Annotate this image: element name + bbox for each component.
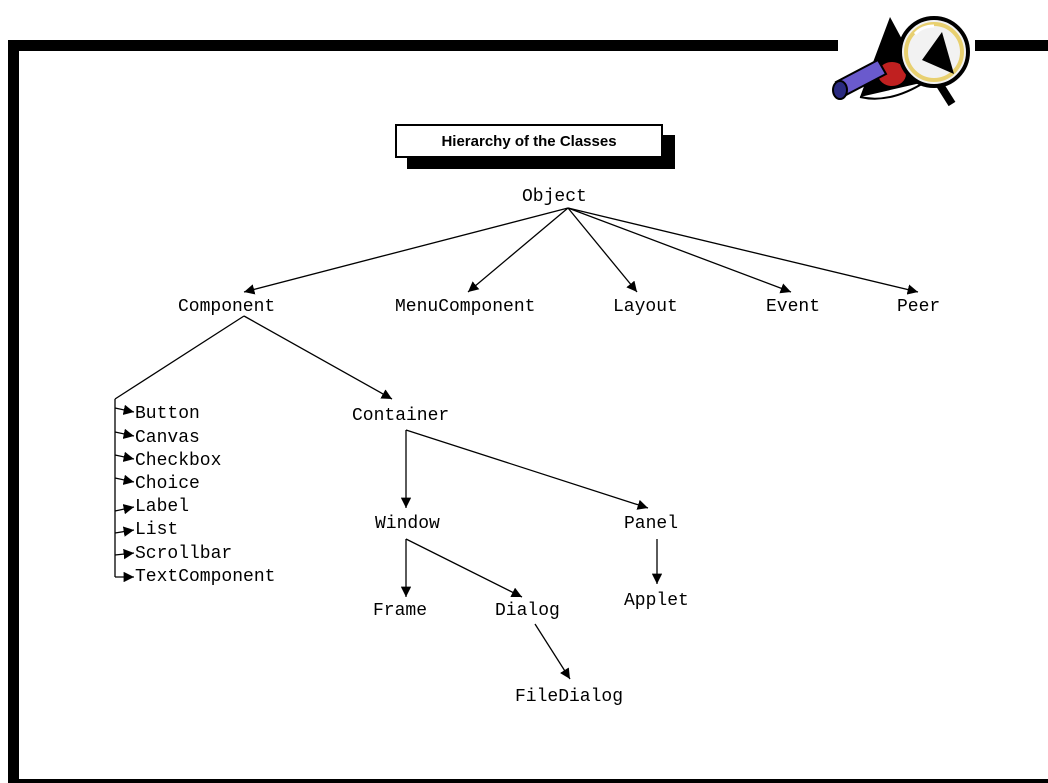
node-choice: Choice (135, 474, 200, 494)
edge-component-container (243, 315, 393, 400)
node-text-component: TextComponent (135, 567, 276, 587)
frame-top-right-border (975, 40, 1048, 51)
duke-magnifying-glass-icon (832, 16, 970, 107)
edge-object-event (567, 207, 792, 294)
edge-window-dialog (405, 538, 523, 598)
diagram-title: Hierarchy of the Classes (395, 124, 663, 158)
node-dialog: Dialog (495, 601, 560, 621)
edge-object-menucomponent (467, 207, 569, 293)
node-peer: Peer (897, 297, 941, 317)
node-scrollbar: Scrollbar (135, 544, 233, 564)
node-window: Window (375, 514, 440, 534)
node-list: List (135, 520, 179, 540)
node-canvas: Canvas (135, 428, 200, 448)
node-object: Object (522, 187, 587, 207)
edge-object-component (243, 207, 569, 295)
node-layout: Layout (613, 297, 678, 317)
frame-top-border (8, 40, 838, 51)
edge-container-panel (405, 429, 649, 510)
edge-object-peer (567, 207, 919, 295)
frame-bottom-border (8, 779, 1048, 783)
node-file-dialog: FileDialog (515, 687, 624, 707)
node-component: Component (178, 297, 276, 317)
frame-left-border (8, 40, 19, 783)
node-frame: Frame (373, 601, 428, 621)
node-panel: Panel (624, 514, 679, 534)
edge-component-leaves (114, 315, 245, 400)
node-container: Container (352, 406, 450, 426)
node-button: Button (135, 404, 200, 424)
node-event: Event (766, 297, 821, 317)
edge-dialog-filedialog (534, 623, 571, 680)
node-label: Label (135, 497, 190, 517)
node-applet: Applet (624, 591, 689, 611)
node-menu-component: MenuComponent (395, 297, 536, 317)
edge-object-layout (567, 207, 638, 293)
node-checkbox: Checkbox (135, 451, 222, 471)
